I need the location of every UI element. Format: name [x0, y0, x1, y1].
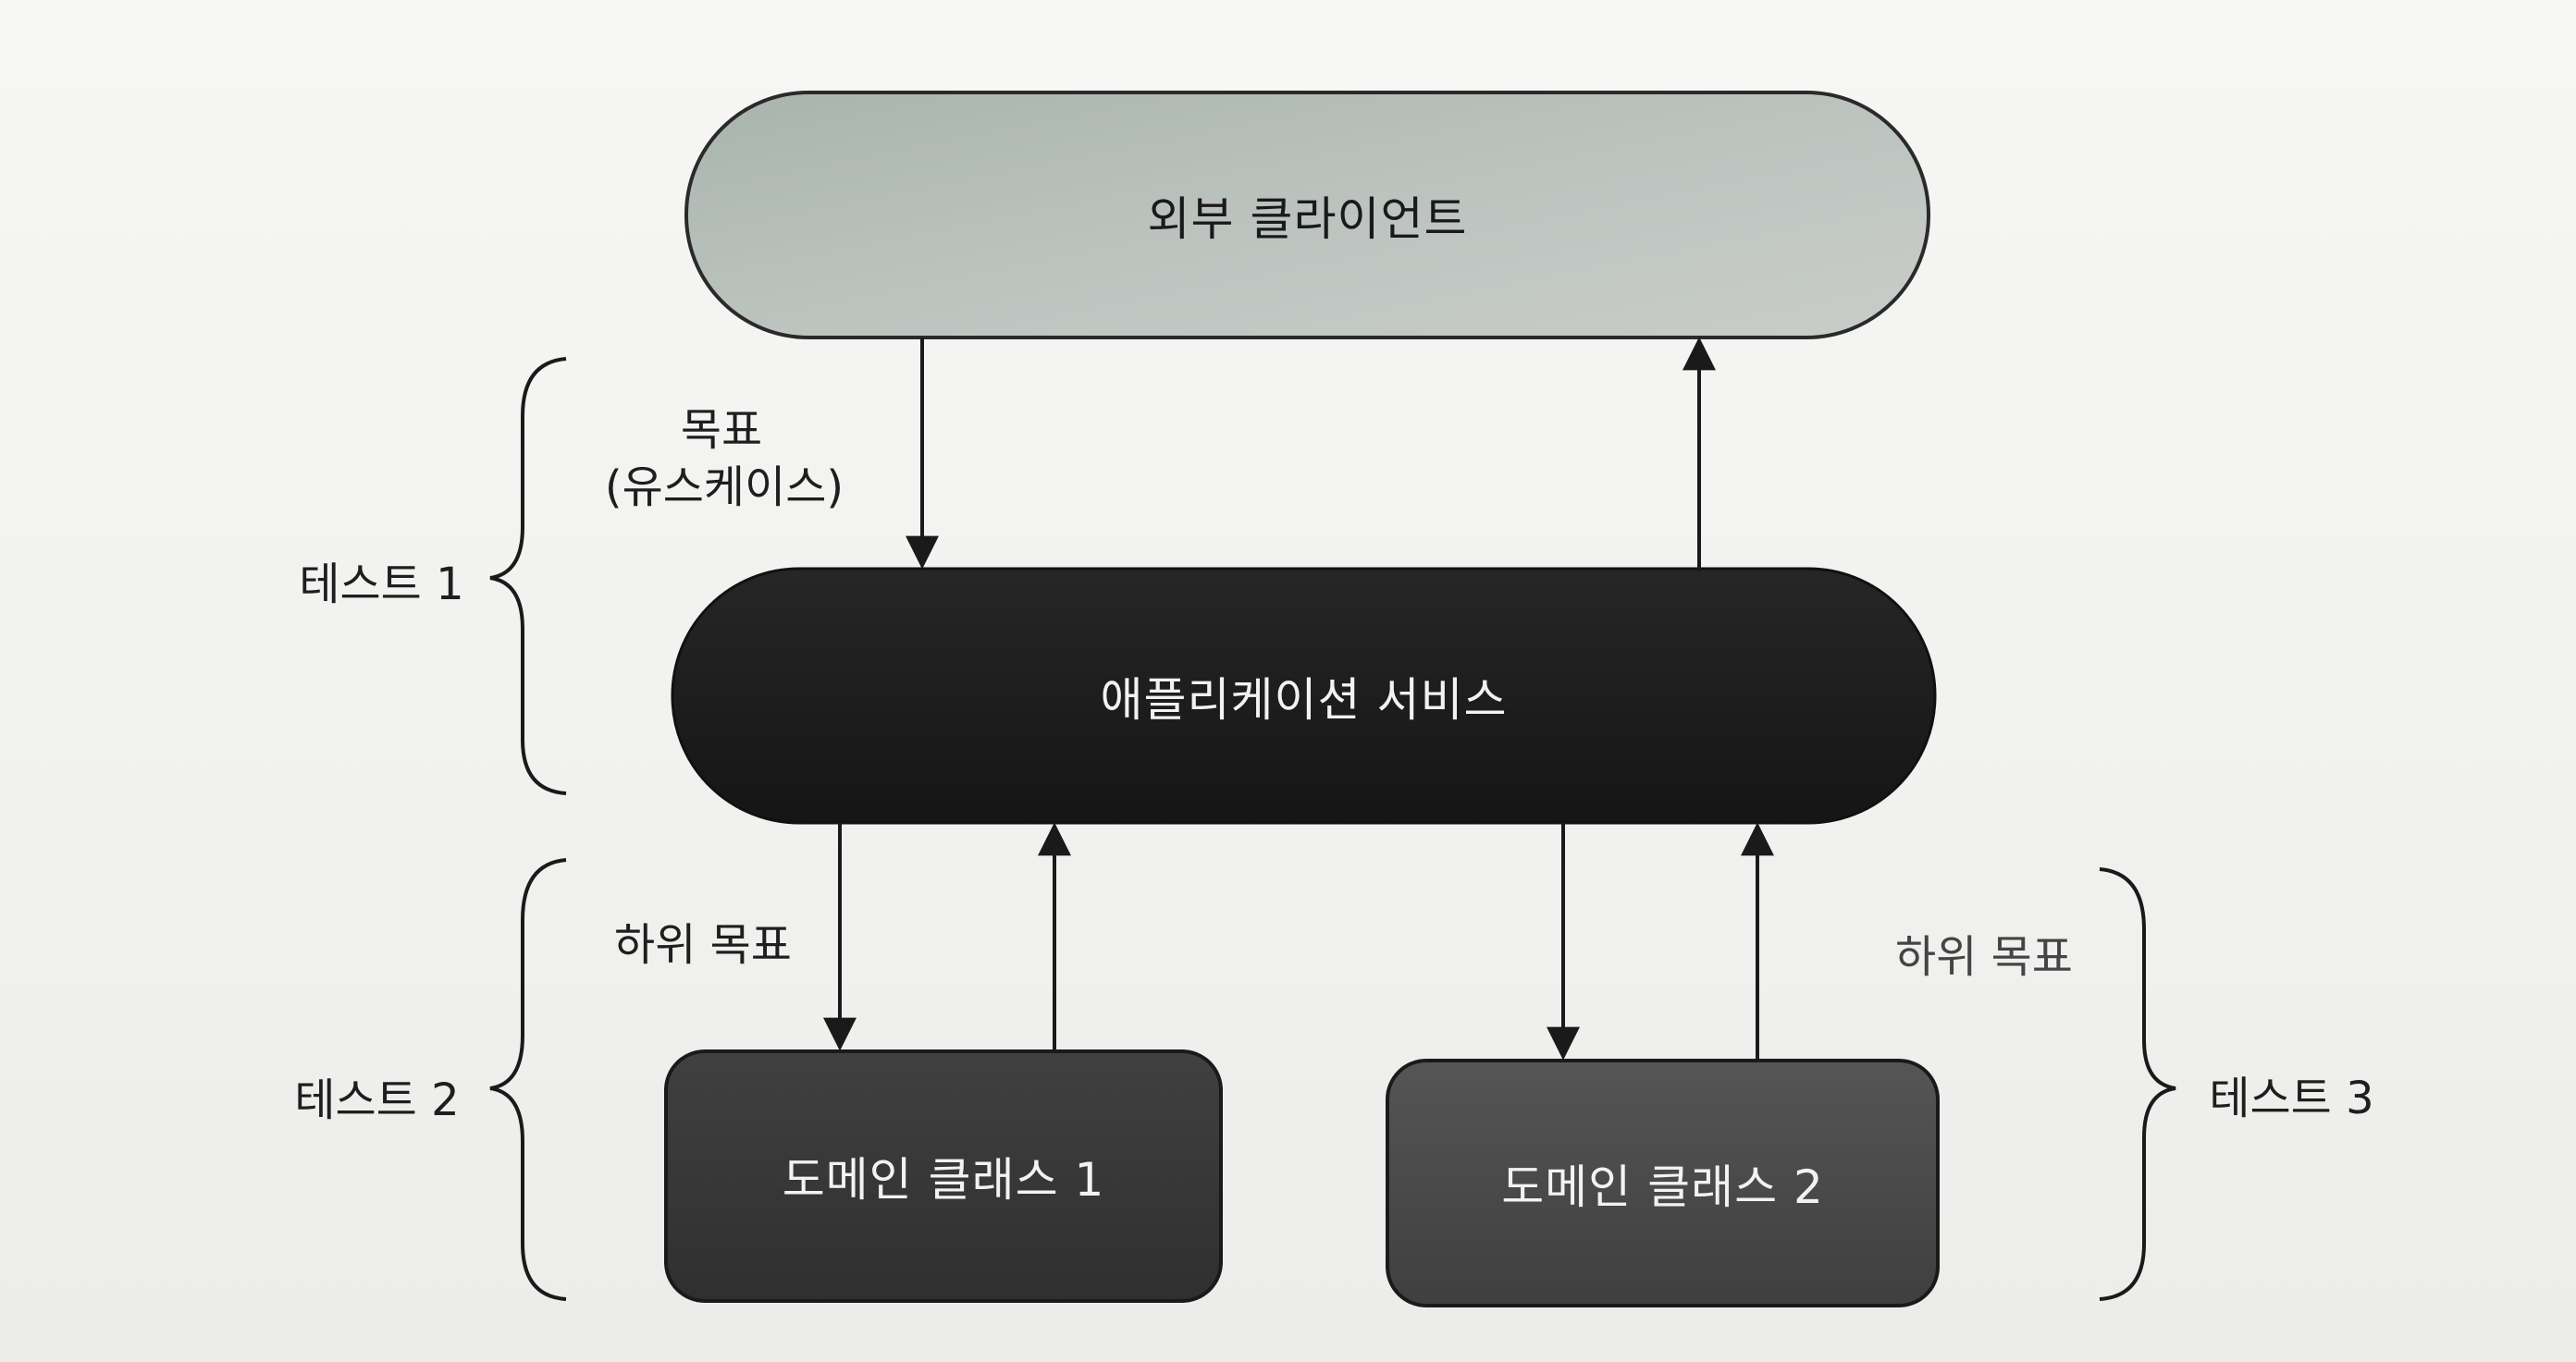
test1-label: 테스트 1 — [299, 558, 464, 610]
application-service-label: 애플리케이션 서비스 — [1100, 672, 1508, 727]
domain-class-1-label: 도메인 클래스 1 — [782, 1153, 1105, 1207]
test3-brace — [2099, 867, 2176, 1301]
test2-brace — [489, 858, 567, 1301]
test1-brace — [489, 357, 567, 795]
domain-class-2-node — [1386, 1059, 1940, 1307]
application-service-node — [671, 567, 1937, 825]
goal-label: 목표 — [680, 404, 763, 456]
subgoal-left-label: 하위 목표 — [614, 919, 792, 971]
test3-label: 테스트 3 — [2209, 1073, 2374, 1124]
goal-usecase-label: (유스케이스) — [604, 461, 844, 513]
domain-class-1-node — [664, 1049, 1223, 1303]
external-client-node — [684, 91, 1930, 339]
domain-class-2-label: 도메인 클래스 2 — [1501, 1160, 1824, 1214]
external-client-label: 외부 클라이언트 — [1147, 191, 1468, 246]
subgoal-right-label: 하위 목표 — [1895, 931, 2073, 983]
test2-label: 테스트 2 — [294, 1074, 460, 1126]
